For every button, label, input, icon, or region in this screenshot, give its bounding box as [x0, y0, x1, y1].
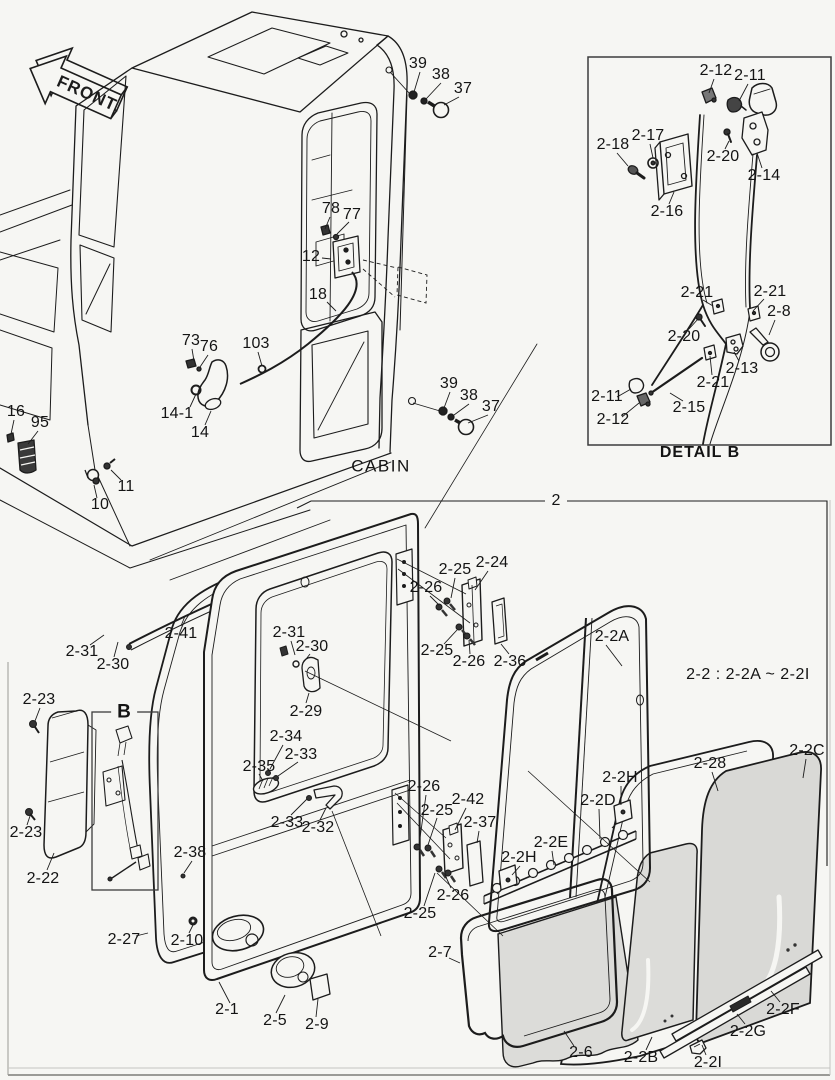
- front-direction-arrow: FRONT: [29, 46, 129, 120]
- leader-lines: [10, 71, 807, 1056]
- hidden-lock-outline: [362, 259, 428, 304]
- glass-2-2B: [621, 842, 698, 1042]
- hinges-and-pads: [413, 576, 508, 887]
- range-note: 2-2 : 2-2A ~ 2-2I: [686, 666, 810, 683]
- detail-b-caption: DETAIL B: [659, 444, 741, 461]
- inset-b-box: [91, 711, 159, 891]
- cabin-small-parts: [6, 90, 475, 485]
- mounting-lines: [304, 558, 651, 937]
- group-2-bracket: [296, 500, 828, 866]
- cover-2-22: [25, 709, 97, 859]
- cabin-caption: CABIN: [351, 456, 411, 476]
- rails: [659, 949, 823, 1059]
- detail-b-box: [587, 56, 832, 446]
- door-panel-2-1: [180, 512, 421, 1001]
- page-border: [7, 500, 831, 1076]
- group-2-label: 2: [547, 493, 565, 509]
- front-glass-2-6: [497, 896, 639, 1068]
- inset-b-label: B: [111, 702, 137, 722]
- window-frame-2-2A: [483, 605, 651, 933]
- cabin-drawing: [0, 11, 538, 581]
